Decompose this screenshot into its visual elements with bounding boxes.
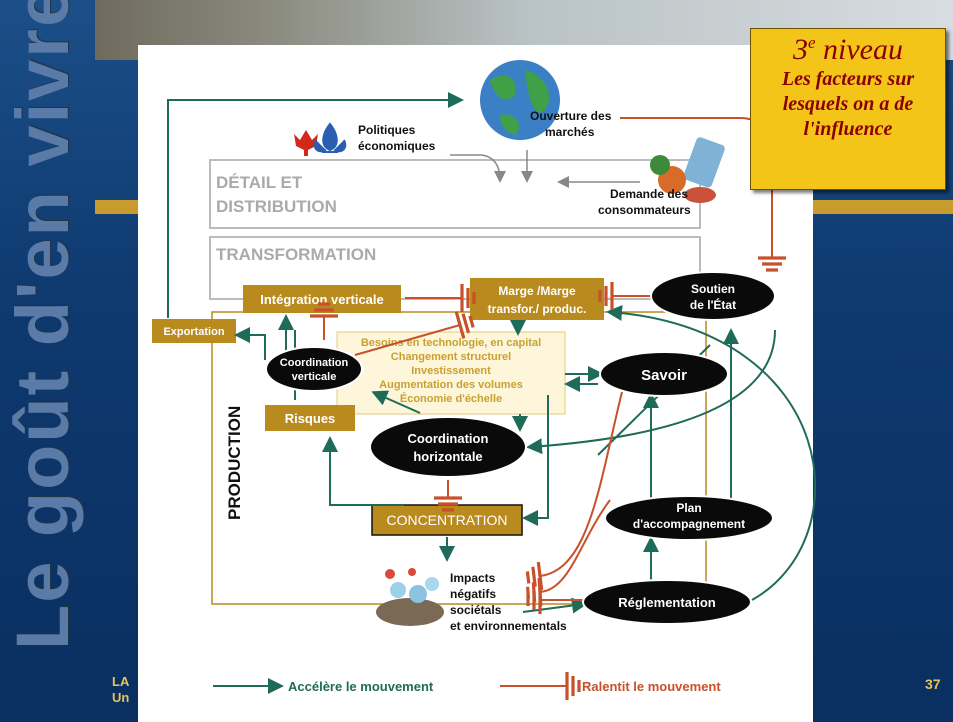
politiques-label-2: économiques [358,139,436,153]
concentration-box: CONCENTRATION [371,504,523,536]
plan-label-2: d'accompagnement [633,517,745,531]
arrow-regl-marge [606,304,817,601]
inhibit-coordv-marge [354,311,475,356]
footer-left: LA Un [112,674,129,706]
marge-label-1: Marge /Marge [498,284,576,298]
besoins-line-5: Économie d'échelle [400,392,502,405]
arrow-coordv-exportation [234,327,266,360]
detail-label-2: DISTRIBUTION [216,197,337,216]
pollution-icon [376,568,444,626]
marge-label-2: transfor./ produc. [488,302,587,316]
legend-ralentit: Ralentit le mouvement [582,679,721,694]
coordv-label-1: Coordination [280,357,349,369]
impacts-label-1: Impacts [450,571,496,585]
level-number: 3 [792,33,808,66]
besoins-line-2: Changement structurel [391,351,511,363]
coordv-label-2: verticale [292,371,337,383]
arrow-impacts-regl [522,597,588,614]
detail-label-1: DÉTAIL ET [216,173,303,192]
node-coordination-horizontale: Coordination horizontale [369,416,527,478]
legend: Accélère le mouvement Ralentit le mouvem… [213,672,721,700]
soutien-label-2: de l'État [690,297,736,312]
callout-line-1: Les facteurs sur [781,68,915,90]
inhibit-plan-impacts [526,499,611,607]
footer-line-2: Un [112,690,130,705]
maple-leaf-icon [294,130,318,156]
legend-accelere: Accélère le mouvement [288,679,434,694]
arrow-exportation-ouverture [167,92,464,318]
arrow-soutien-coordh [526,329,776,455]
level-word: niveau [815,33,903,66]
concentration-label: CONCENTRATION [386,512,507,528]
inhibit-savoir-impacts [525,391,623,591]
callout-line-2: lesquels on a de [782,93,914,115]
fleur-de-lis-icon [313,122,347,153]
savoir-label: Savoir [641,367,687,384]
marge-box: Marge /Marge transfor./ produc. [470,278,604,320]
transformation-label: TRANSFORMATION [216,245,376,264]
plan-label-1: Plan [676,501,701,515]
footer-line-1: LA [112,674,130,689]
besoins-line-1: Besoins en technologie, en capital [361,337,541,349]
besoins-line-4: Augmentation des volumes [379,379,523,391]
page-number: 37 [925,676,941,692]
groceries-icon [650,137,725,203]
ouverture-label-2: marchés [545,125,595,139]
reglementation-label: Réglementation [618,595,716,610]
impacts-label-3: sociétals [450,603,502,617]
besoins-line-3: Investissement [411,365,491,377]
level-superscript: e [807,33,816,52]
node-plan-accompagnement: Plan d'accompagnement [604,495,774,541]
integration-box: Intégration verticale [243,285,401,313]
callout-line-3: l'influence [803,118,893,140]
arrow-besoins-concentration [522,395,549,526]
node-coordination-verticale: Coordination verticale [265,346,363,392]
production-label: PRODUCTION [225,406,244,520]
exportation-label: Exportation [163,326,224,338]
node-reglementation: Réglementation [582,579,752,625]
impacts-label-2: négatifs [450,587,496,601]
coordh-label-2: horizontale [413,449,482,464]
arrow-concentration-risques [322,436,404,506]
risques-label: Risques [285,411,336,426]
risques-box: Risques [265,405,355,431]
besoins-box: Besoins en technologie, en capital Chang… [336,331,566,415]
node-soutien-etat: Soutien de l'État [650,271,776,321]
demande-label-2: consommateurs [598,203,691,217]
impacts-label-4: et environnementals [450,619,567,633]
soutien-label-1: Soutien [691,282,735,296]
arrow-besoins-coordv [371,390,421,414]
level-callout: 3e niveau Les facteurs sur lesquels on a… [750,28,946,190]
demande-label-1: Demande des [610,187,688,201]
node-savoir: Savoir [599,351,729,397]
arrow-politiques [450,154,506,183]
callout-level: 3e niveau [751,33,945,67]
exportation-box: Exportation [152,319,236,343]
politiques-label-1: Politiques [358,123,416,137]
ouverture-label-1: Ouverture des [530,109,612,123]
coordh-label-1: Coordination [408,431,489,446]
integration-label: Intégration verticale [260,292,384,307]
globe-icon [480,60,560,140]
